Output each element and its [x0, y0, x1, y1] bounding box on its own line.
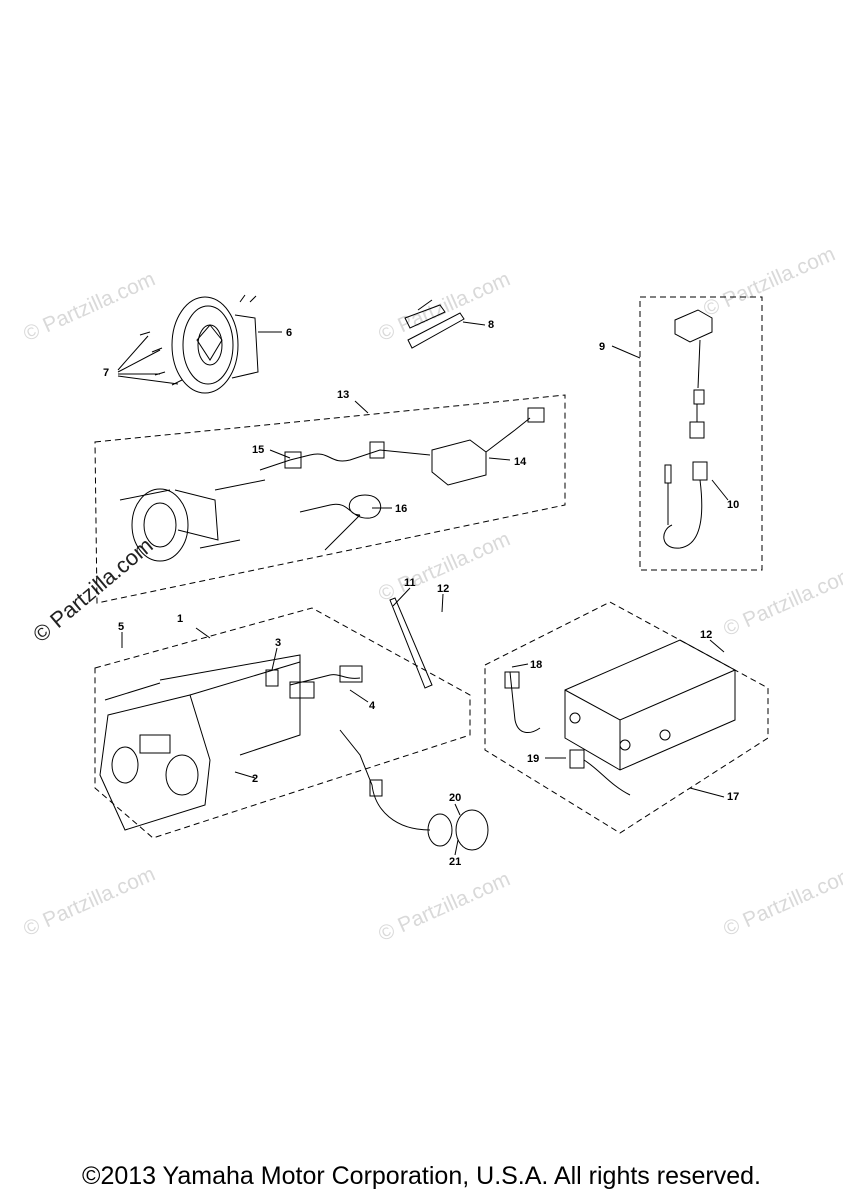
part-20 [339, 729, 489, 851]
callout-15: 15 [252, 444, 264, 456]
callout-16: 16 [395, 503, 407, 515]
cable-18 [504, 671, 541, 733]
callout-17: 17 [727, 791, 739, 803]
junction-14 [431, 407, 545, 486]
screws-7 [139, 331, 183, 386]
group-9-outline [639, 296, 763, 571]
speaker-6 [171, 294, 259, 394]
connector-3 [265, 669, 279, 687]
callout-19: 19 [527, 753, 539, 765]
leaders [104, 321, 729, 856]
callout-11: 11 [404, 577, 416, 589]
bracket-11 [389, 597, 433, 689]
callout-18: 18 [530, 659, 542, 671]
callout-5: 5 [118, 621, 124, 633]
head-unit [99, 654, 301, 831]
callout-4: 4 [369, 700, 376, 712]
antenna-9 [674, 309, 713, 439]
connector-19 [569, 749, 631, 796]
callout-13: 13 [337, 389, 349, 401]
antenna-cable-10 [663, 461, 708, 549]
bracket-assembly [119, 479, 266, 562]
callout-6: 6 [286, 327, 292, 339]
callout-12-right: 12 [700, 629, 712, 641]
callout-1: 1 [177, 613, 183, 625]
connector-4 [289, 665, 363, 699]
group-1-outline [94, 607, 471, 839]
part-8 [404, 299, 465, 349]
callout-21: 21 [449, 856, 461, 868]
callout-14: 14 [514, 456, 527, 468]
callout-numbers: 1 2 3 4 5 6 7 8 9 10 11 12 12 13 14 15 1… [103, 319, 739, 868]
callout-9: 9 [599, 341, 605, 353]
callout-20: 20 [449, 792, 461, 804]
callout-2: 2 [252, 773, 258, 785]
amplifier-17 [564, 639, 736, 771]
copyright-footer: ©2013 Yamaha Motor Corporation, U.S.A. A… [82, 1162, 761, 1190]
callout-7: 7 [103, 367, 109, 379]
callout-12-left: 12 [437, 583, 449, 595]
cable-16 [299, 494, 382, 551]
cable-15 [259, 441, 431, 471]
callout-10: 10 [727, 499, 739, 511]
group-17-outline [484, 601, 769, 834]
callout-3: 3 [275, 637, 281, 649]
group-13-outline [94, 394, 566, 604]
callout-8: 8 [488, 319, 494, 331]
